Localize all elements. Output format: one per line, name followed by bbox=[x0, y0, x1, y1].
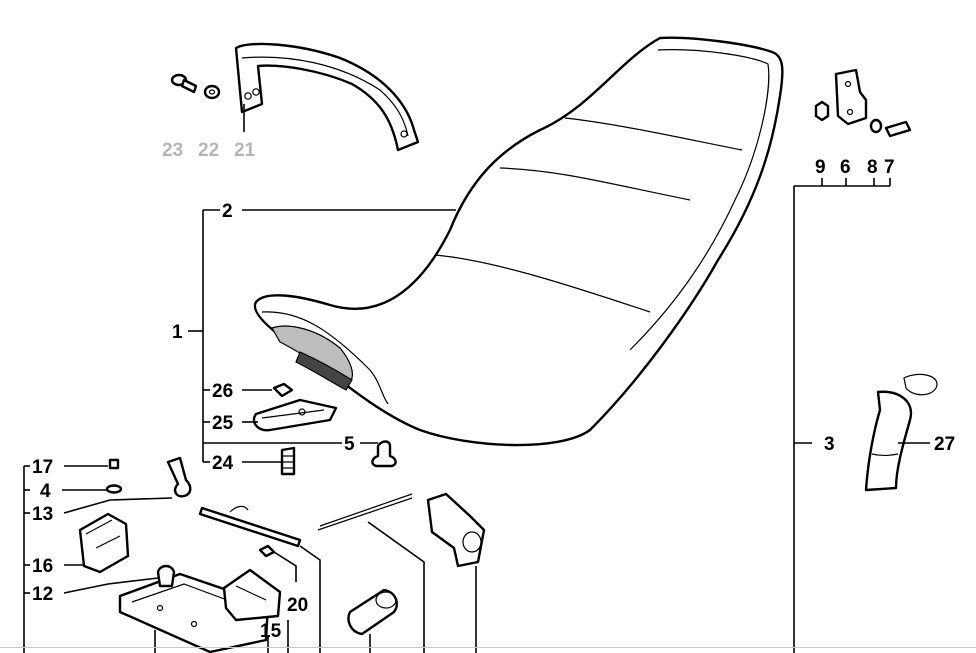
bracket-16-part[interactable] bbox=[78, 512, 130, 574]
label-27: 27 bbox=[934, 434, 955, 455]
plate-25-part[interactable] bbox=[252, 398, 338, 432]
washer-4-part[interactable] bbox=[105, 484, 123, 494]
label-24: 24 bbox=[212, 453, 234, 474]
label-9: 9 bbox=[815, 157, 826, 178]
label-12: 12 bbox=[32, 584, 53, 605]
label-5: 5 bbox=[344, 434, 355, 455]
buffer-5-part[interactable] bbox=[371, 440, 397, 468]
label-2: 2 bbox=[222, 201, 233, 222]
label-4: 4 bbox=[40, 481, 51, 502]
grab-handle-part[interactable] bbox=[234, 42, 420, 152]
bottom-rule bbox=[0, 647, 976, 648]
label-15: 15 bbox=[260, 621, 282, 642]
label-6: 6 bbox=[840, 157, 851, 178]
spring-13-part[interactable] bbox=[166, 456, 192, 498]
label-1: 1 bbox=[172, 322, 183, 343]
washer-22-part[interactable] bbox=[203, 84, 221, 100]
seat-part[interactable] bbox=[253, 36, 784, 447]
label-26: 26 bbox=[212, 381, 233, 402]
bracket-6-part[interactable] bbox=[834, 68, 868, 126]
nut-26-part[interactable] bbox=[272, 382, 294, 398]
leader-lines bbox=[23, 104, 930, 653]
screw-7-part[interactable] bbox=[884, 120, 912, 138]
label-20: 20 bbox=[287, 595, 308, 616]
label-8: 8 bbox=[867, 157, 878, 178]
lock-part[interactable] bbox=[426, 492, 486, 568]
strap-27-part[interactable] bbox=[864, 373, 938, 492]
label-3: 3 bbox=[824, 434, 835, 455]
bracket-15-part[interactable] bbox=[222, 568, 282, 622]
part-labels: 1 2 3 4 5 6 7 8 9 12 13 15 16 17 20 21 2… bbox=[32, 140, 955, 642]
label-23: 23 bbox=[162, 140, 183, 161]
hook-12-part[interactable] bbox=[156, 564, 176, 588]
bolt-23-part[interactable] bbox=[170, 73, 198, 94]
label-17: 17 bbox=[32, 457, 53, 478]
nut-20-part[interactable] bbox=[258, 544, 276, 558]
label-13: 13 bbox=[32, 504, 53, 525]
cylinder-part[interactable] bbox=[347, 588, 398, 636]
washer-8-part[interactable] bbox=[869, 118, 883, 134]
screw-17-part[interactable] bbox=[108, 458, 120, 470]
label-7: 7 bbox=[884, 157, 895, 178]
label-22: 22 bbox=[198, 140, 219, 161]
label-25: 25 bbox=[212, 413, 234, 434]
rod-part[interactable] bbox=[198, 493, 413, 548]
label-21: 21 bbox=[234, 140, 256, 161]
nut-9-part[interactable] bbox=[814, 100, 830, 122]
label-16: 16 bbox=[32, 556, 53, 577]
bolt-24-part[interactable] bbox=[280, 446, 296, 476]
